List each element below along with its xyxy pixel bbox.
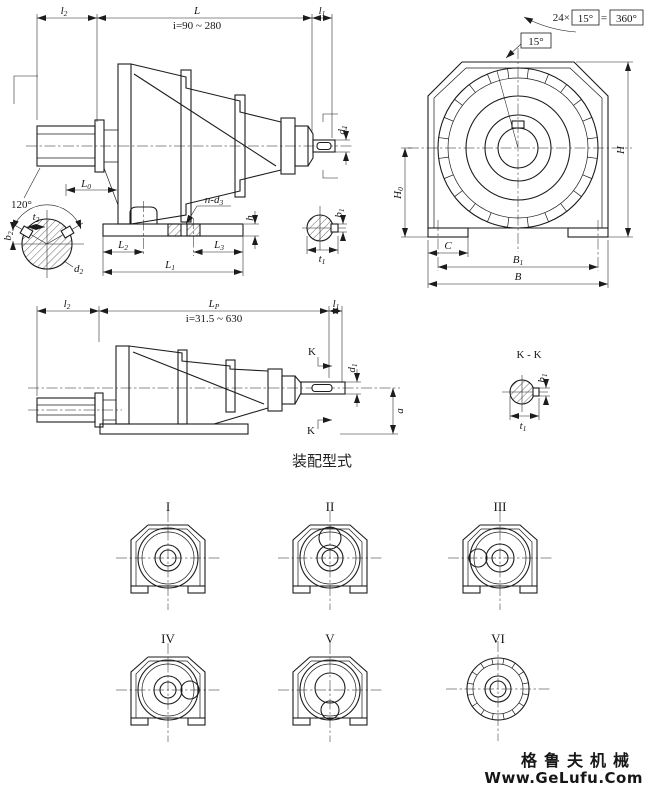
- dim-b1-label: b1: [333, 208, 346, 217]
- dim-t1-label-kk: t1: [520, 420, 527, 433]
- assembly-variant-2: II: [277, 499, 383, 611]
- watermark-line1: 格鲁夫机械: [521, 751, 636, 770]
- section-kk: K - K b1 t1: [502, 349, 550, 433]
- variant-3-label: III: [494, 499, 507, 514]
- input-key-section: b1 t1: [302, 206, 347, 266]
- rim-note-prefix: 24×: [553, 12, 570, 24]
- section-plane-marks: [322, 113, 338, 179]
- view-side-i31-630: l2 LP i=31.5 ~ 630 l1 K K d1 a: [28, 298, 406, 437]
- flange-rim-segments: [467, 658, 529, 720]
- ratio-label-2: i=31.5 ~ 630: [186, 313, 243, 325]
- rim-note-angle: 15°: [578, 13, 593, 25]
- dim-B-label: B: [515, 271, 522, 283]
- variant-1-label: I: [166, 499, 170, 514]
- dim-Lp-label: LP: [208, 298, 220, 311]
- dim-L3-label: L3: [213, 239, 224, 252]
- assembly-variant-5: V: [277, 631, 383, 743]
- variant-4-label: IV: [161, 631, 175, 646]
- rim-segments: [438, 68, 598, 228]
- assembly-variant-1: I: [115, 499, 221, 611]
- dim-l1-label-2: l1: [333, 298, 340, 311]
- dim-L2-label: L2: [117, 239, 128, 252]
- dim-d1-label: d1: [336, 125, 349, 134]
- assembly-variant-6: VI: [446, 631, 550, 741]
- dim-d2-label: d2: [74, 263, 84, 276]
- dim-h-label: h: [244, 215, 256, 221]
- view-front-end: 15° 24× 15° = 360° H H0 C B1 B: [392, 9, 644, 288]
- datum-bracket: [13, 75, 38, 104]
- dim-t1-label: t1: [319, 253, 326, 266]
- view-side-i90-280: l2 L i=90 ~ 280 l1 L0: [2, 5, 352, 278]
- dim-b2-label: b2: [2, 231, 15, 241]
- dim-a-label: a: [394, 408, 406, 414]
- dim-L0-label: L0: [80, 178, 91, 191]
- assembly-section: 装配型式 I II III IV V: [115, 452, 553, 743]
- dim-nd3-label: n-d3: [205, 194, 224, 207]
- assembly-title: 装配型式: [292, 452, 352, 470]
- section-K-bottom-label: K: [307, 425, 315, 437]
- dim-b1-label-kk: b1: [536, 373, 549, 382]
- angle-15-label: 15°: [528, 36, 543, 48]
- assembly-variant-3: III: [447, 499, 553, 611]
- dim-l2-label: l2: [61, 5, 68, 18]
- dim-L1-label: L1: [164, 259, 175, 272]
- shaft-end-detail: 120° t2 b2 d2: [2, 167, 84, 278]
- dim-H-label: H: [615, 145, 627, 155]
- assembly-variant-4: IV: [115, 631, 221, 743]
- dim-d1-label-2: d1: [346, 363, 359, 372]
- dim-L-label: L: [193, 5, 200, 17]
- rim-note-equals: =: [601, 13, 607, 25]
- dim-H0-label: H0: [392, 187, 405, 200]
- section-K-top-label: K: [308, 346, 316, 358]
- ratio-label-1: i=90 ~ 280: [173, 20, 222, 32]
- watermark-line2: Www.GeLufu.Com: [484, 769, 643, 787]
- angle-120-label: 120°: [11, 199, 32, 211]
- watermark: 格鲁夫机械 Www.GeLufu.Com: [484, 751, 643, 787]
- variant-2-label: II: [326, 499, 335, 514]
- dim-C-label: C: [444, 240, 452, 252]
- section-kk-title: K - K: [516, 349, 541, 361]
- rim-note-total: 360°: [616, 13, 637, 25]
- variant-5-label: V: [325, 631, 335, 646]
- dim-B1-label: B1: [513, 254, 523, 267]
- dim-l2-label-2: l2: [64, 298, 71, 311]
- dim-t2-label: t2: [33, 211, 40, 224]
- dim-l1-label: l1: [319, 5, 326, 18]
- variant-6-label: VI: [491, 631, 505, 646]
